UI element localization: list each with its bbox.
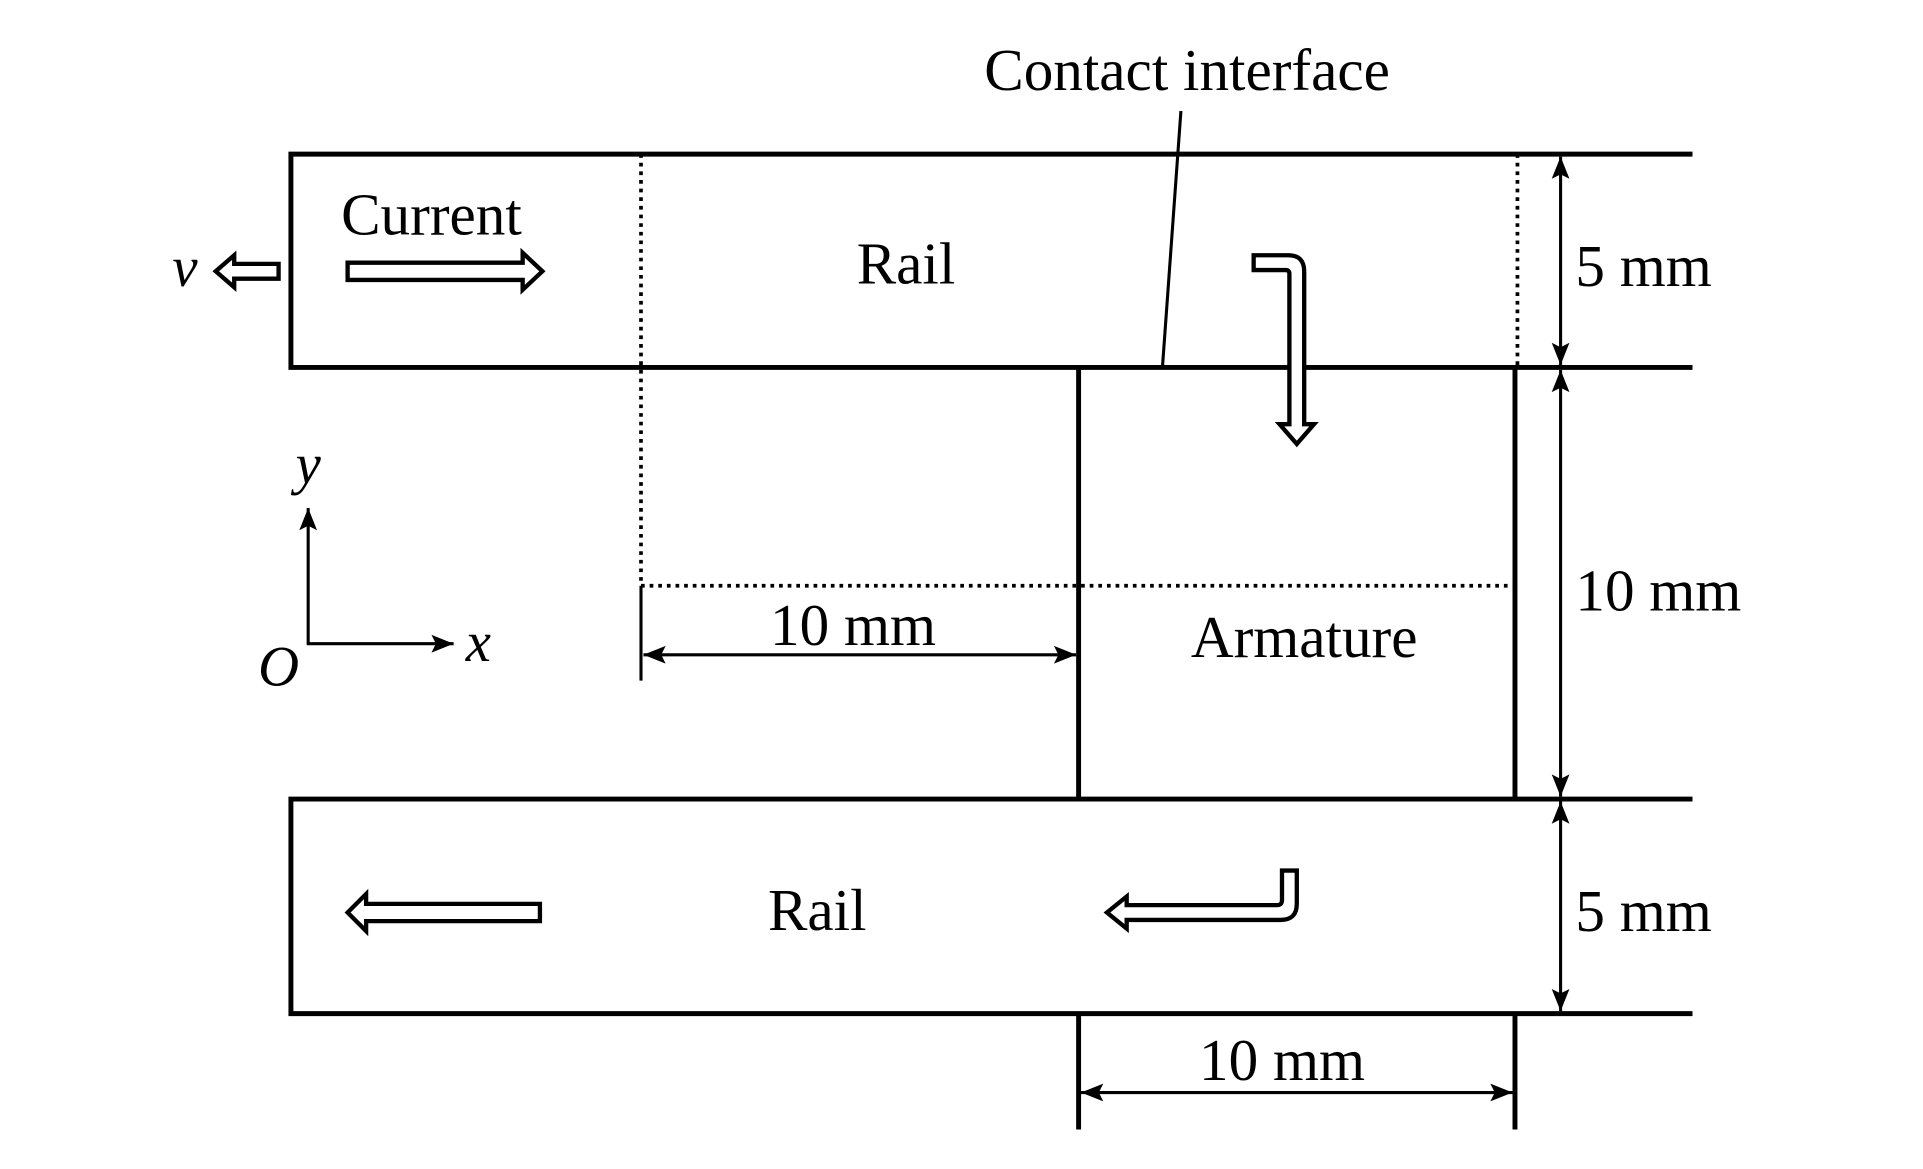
dimension-heights: 5 mm 10 mm 5 mm (1551, 156, 1741, 1012)
armature-height-label: 10 mm (1575, 557, 1741, 623)
rail-top-label: Rail (857, 231, 956, 297)
axis-y-label: y (291, 433, 322, 496)
velocity-arrow-icon (212, 250, 281, 293)
axis-x-label: x (465, 611, 491, 674)
armature: Armature (1076, 367, 1518, 800)
coordinate-axes: y x O (258, 433, 491, 698)
current-label: Current (341, 181, 522, 247)
armature-label: Armature (1191, 604, 1418, 670)
current-arrow-left-icon (344, 888, 543, 937)
current-arrow-left-bottom-icon (1103, 868, 1299, 934)
current-arrow-down-icon (1251, 253, 1319, 448)
dotted-guides (639, 154, 1520, 588)
current-arrow-right-icon (345, 247, 546, 295)
origin-label: O (258, 636, 299, 699)
velocity-label: v (172, 236, 198, 299)
dimension-armature-length: 10 mm (1076, 1013, 1518, 1130)
armature-length-label: 10 mm (1199, 1027, 1365, 1093)
rail-bottom-label: Rail (768, 877, 867, 943)
top-rail: Rail (288, 151, 1693, 370)
offset-length-label: 10 mm (770, 592, 936, 658)
bottom-rail: Rail (288, 796, 1693, 1017)
contact-interface-callout: Contact interface (984, 37, 1390, 368)
rail-bottom-height-label: 5 mm (1575, 878, 1711, 944)
contact-interface-label: Contact interface (984, 37, 1390, 103)
dimension-offset: 10 mm (639, 585, 1077, 681)
rail-top-height-label: 5 mm (1575, 233, 1711, 299)
